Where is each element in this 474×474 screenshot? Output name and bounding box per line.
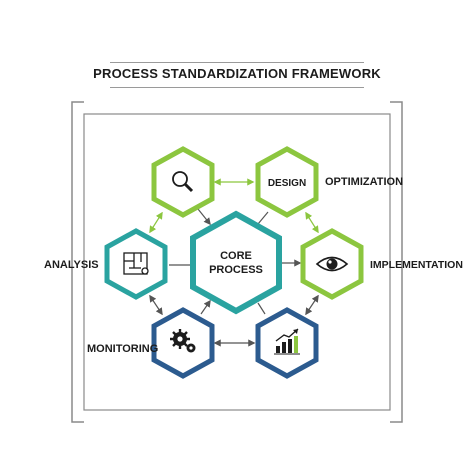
core-label-line2: PROCESS	[209, 264, 263, 276]
left-outer-bracket	[71, 101, 84, 423]
growth-chart-icon	[274, 328, 300, 355]
analysis-label: ANALYSIS	[44, 259, 99, 271]
design-label: DESIGN	[268, 178, 306, 189]
eye-icon	[315, 256, 349, 272]
right-outer-bracket	[390, 101, 403, 423]
implementation-label: IMPLEMENTATION	[370, 259, 463, 271]
title-rule-bottom	[110, 87, 364, 88]
chart-core-connector	[257, 302, 266, 315]
frame-brackets	[71, 101, 403, 423]
connectors	[149, 178, 319, 347]
chart-hexagon	[255, 307, 319, 379]
optimization-label: OPTIMIZATION	[325, 176, 404, 188]
analysis-hexagon	[104, 228, 168, 300]
design-implementation-connector	[305, 211, 319, 234]
search-hexagon	[151, 146, 215, 218]
title-rule-top	[110, 62, 364, 63]
core-label-line1: CORE	[220, 250, 252, 262]
search-core-connector	[197, 208, 211, 226]
core-process-hexagon: CORE PROCESS	[190, 210, 282, 315]
implementation-hexagon	[300, 228, 364, 300]
implementation-chart-connector	[305, 294, 319, 316]
analysis-monitoring-connector	[149, 294, 163, 316]
blueprint-icon	[123, 252, 149, 275]
monitoring-label: MONITORING	[87, 343, 159, 355]
gears-icon	[170, 329, 196, 353]
design-core-connector	[257, 211, 269, 225]
monitoring-hexagon	[151, 307, 215, 379]
search-analysis-connector	[149, 211, 163, 234]
magnifier-icon	[172, 171, 194, 193]
monitoring-core-connector	[200, 299, 211, 315]
diagram-title: PROCESS STANDARDIZATION FRAMEWORK	[93, 66, 381, 81]
inner-frame	[83, 113, 391, 411]
design-hexagon: DESIGN	[255, 146, 319, 218]
